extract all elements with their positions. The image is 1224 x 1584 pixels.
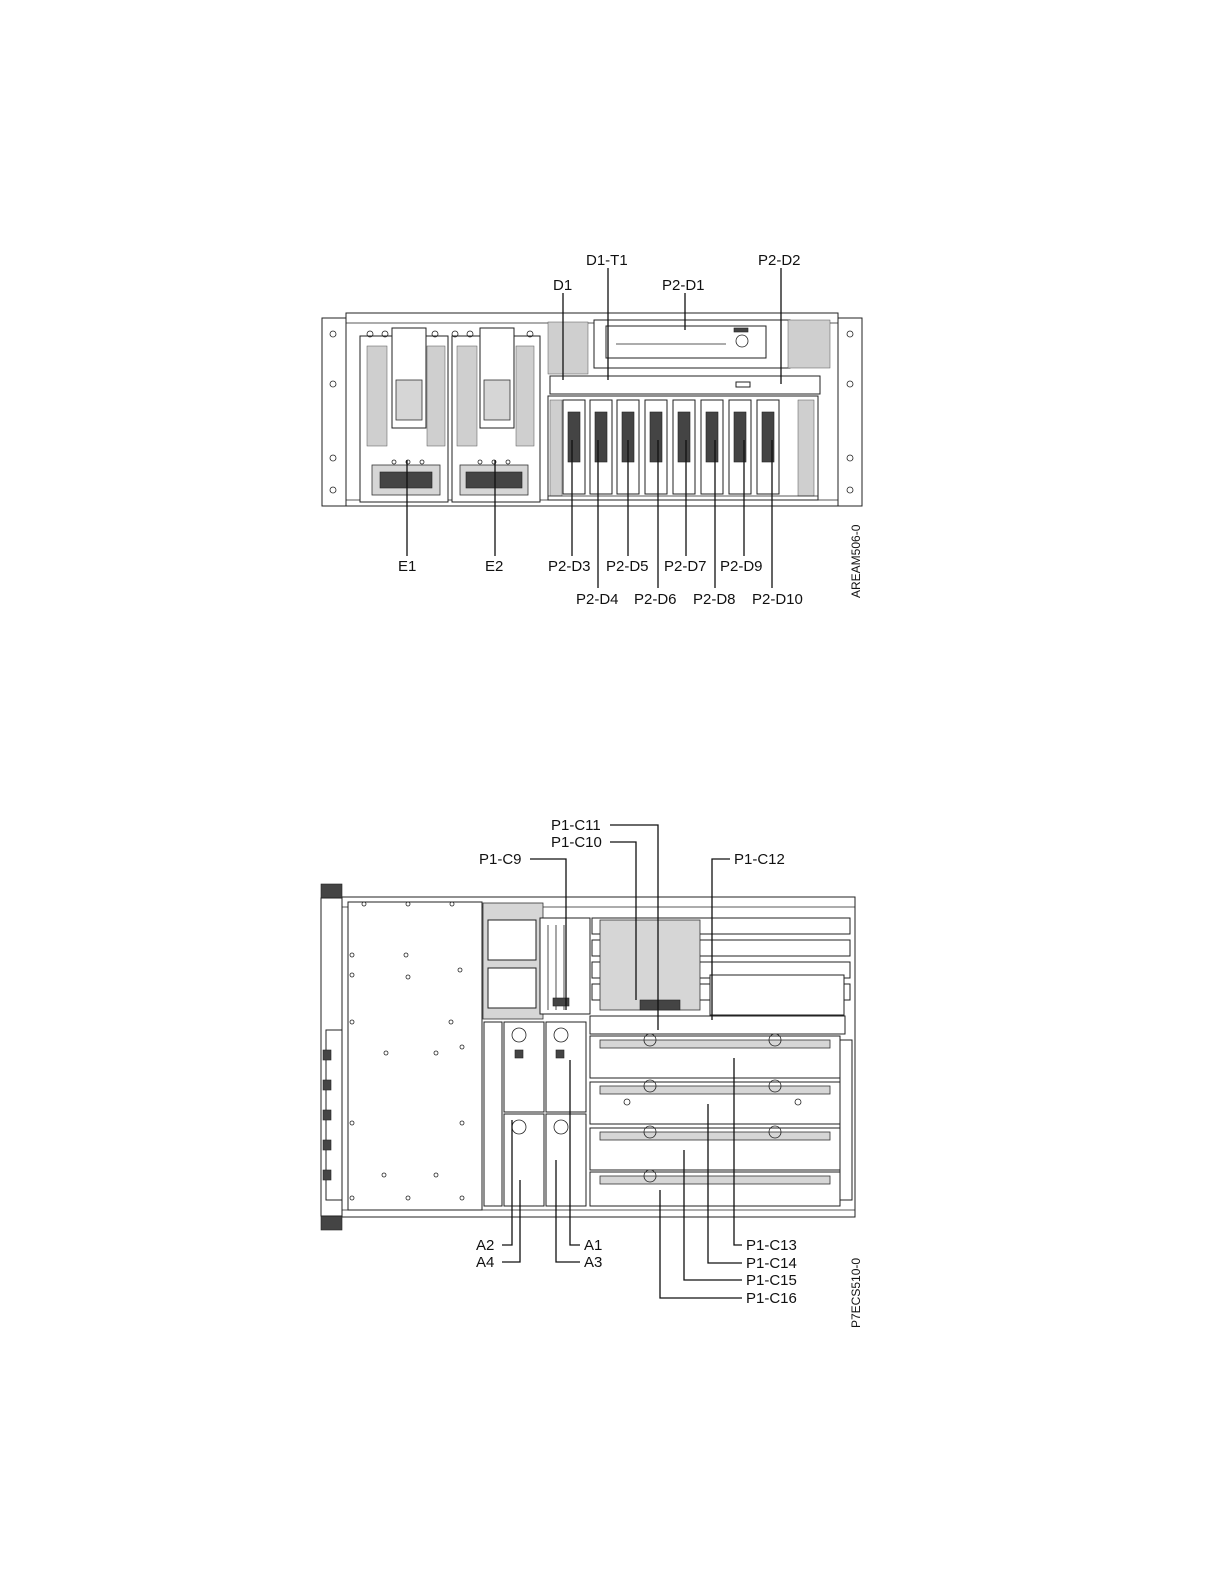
- slim-bay-p2-d2: [550, 376, 820, 394]
- label-p2-d5: P2-D5: [606, 558, 649, 575]
- label-p2-d7: P2-D7: [664, 558, 707, 575]
- front-disk-bay-top: [348, 902, 482, 1210]
- right-rack-ear: [838, 318, 862, 506]
- label-p2-d8: P2-D8: [693, 591, 736, 608]
- label-p1-c14: P1-C14: [746, 1255, 797, 1272]
- label-p2-d9: P2-D9: [720, 558, 763, 575]
- label-p2-d1: P2-D1: [662, 277, 705, 294]
- label-d1: D1: [553, 277, 572, 294]
- front-view-figure: D1 D1-T1 P2-D1 P2-D2 E1 E2 P2-D3 P2-D4 P…: [322, 252, 863, 608]
- label-p1-c13: P1-C13: [746, 1237, 797, 1254]
- label-a1: A1: [584, 1237, 602, 1254]
- label-p1-c15: P1-C15: [746, 1272, 797, 1289]
- vent-grille: [788, 320, 830, 368]
- memory-cards: [590, 1034, 852, 1206]
- figure2-id: P7ECS510-0: [849, 1258, 863, 1328]
- label-e2: E2: [485, 558, 503, 575]
- power-supply-e1: [360, 328, 448, 502]
- figure1-id: AREAM506-0: [849, 524, 863, 598]
- label-p1-c9: P1-C9: [479, 851, 522, 868]
- label-p2-d10: P2-D10: [752, 591, 803, 608]
- left-rack-ear: [322, 318, 346, 506]
- label-p1-c12: P1-C12: [734, 851, 785, 868]
- label-a4: A4: [476, 1254, 494, 1271]
- power-supply-e2: [452, 328, 540, 502]
- label-p2-d6: P2-D6: [634, 591, 677, 608]
- label-p2-d3: P2-D3: [548, 558, 591, 575]
- label-d1-t1: D1-T1: [586, 252, 628, 269]
- label-p2-d2: P2-D2: [758, 252, 801, 269]
- label-e1: E1: [398, 558, 416, 575]
- disk-cage: [548, 396, 818, 500]
- processor-cards: [484, 1022, 586, 1206]
- label-p2-d4: P2-D4: [576, 591, 619, 608]
- label-p1-c11: P1-C11: [551, 817, 601, 834]
- media-bay-p2-d1: [594, 320, 790, 368]
- label-p1-c16: P1-C16: [746, 1290, 797, 1307]
- label-p1-c10: P1-C10: [551, 834, 602, 851]
- label-a2: A2: [476, 1237, 494, 1254]
- label-a3: A3: [584, 1254, 602, 1271]
- top-view-figure: P1-C11 P1-C10 P1-C9 P1-C12 A2 A4 A1 A3 P…: [321, 817, 863, 1328]
